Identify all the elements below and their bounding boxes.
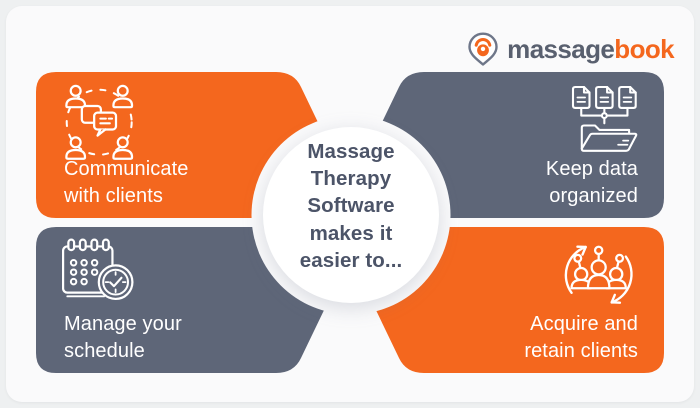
brand-word-book: book: [614, 34, 674, 64]
center-text-line: Therapy: [310, 167, 392, 191]
documents-folder-icon: [571, 85, 638, 152]
center-text-line: Software: [307, 194, 395, 218]
center-text-line: makes it: [309, 221, 393, 245]
label-line: schedule: [64, 340, 145, 362]
label-line: Communicate: [64, 158, 189, 180]
center-text-line: easier to...: [299, 248, 403, 272]
label-manage-your-schedule: Manage your schedule: [64, 311, 182, 365]
brand-wordmark: massagebook: [507, 29, 674, 69]
label-keep-data-organized: Keep data organized: [546, 156, 638, 210]
map-pin-icon: [468, 32, 498, 66]
people-refresh-icon: [564, 245, 633, 304]
center-circle-text: Massage Therapy Software makes it easier…: [261, 138, 441, 274]
calendar-clock-icon: [61, 238, 134, 301]
label-line: Manage your: [64, 313, 182, 335]
brand-word-massage: massage: [507, 34, 615, 64]
label-line: Acquire and: [530, 313, 638, 335]
label-communicate-with-clients: Communicate with clients: [64, 156, 188, 210]
brand-logo: massagebook: [464, 29, 675, 69]
center-circle: [263, 127, 439, 303]
center-text-line: Massage: [307, 140, 395, 163]
label-acquire-and-retain-clients: Acquire and retain clients: [524, 311, 638, 365]
clients-network-icon: [65, 84, 134, 160]
label-line: organized: [549, 185, 638, 207]
label-line: with clients: [64, 185, 164, 207]
label-line: retain clients: [524, 340, 638, 362]
label-line: Keep data: [545, 158, 638, 180]
